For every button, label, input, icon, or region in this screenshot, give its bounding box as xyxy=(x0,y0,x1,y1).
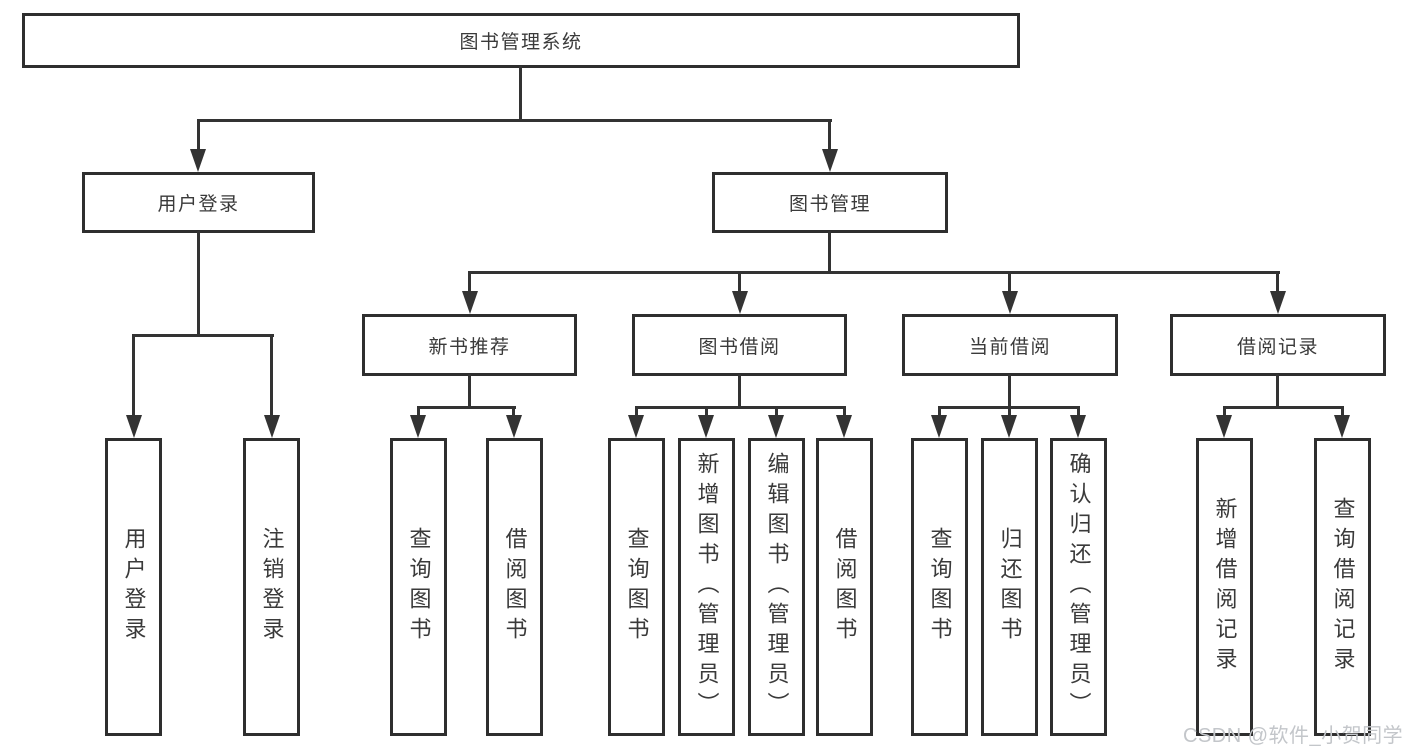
arrow-down-icon xyxy=(410,415,426,438)
connector-line xyxy=(828,231,831,274)
node-leaf-recommend-query-books: 查询图书 xyxy=(390,438,447,736)
connector-line xyxy=(1223,406,1226,418)
connector-line xyxy=(270,334,273,418)
connector-line xyxy=(197,119,832,122)
connector-line xyxy=(635,406,638,418)
connector-line xyxy=(197,231,200,337)
arrow-down-icon xyxy=(126,415,142,438)
connector-line xyxy=(1008,271,1011,294)
arrow-down-icon xyxy=(628,415,644,438)
connector-line xyxy=(468,271,471,294)
connector-line xyxy=(1341,406,1344,418)
node-leaf-borrow-add-books-admin: 新增图书（管理员） xyxy=(678,438,735,736)
node-borrow-records: 借阅记录 xyxy=(1170,314,1386,376)
arrow-down-icon xyxy=(732,291,748,314)
node-leaf-user-login: 用户登录 xyxy=(105,438,162,736)
connector-line xyxy=(1077,406,1080,418)
node-leaf-current-query-books: 查询图书 xyxy=(911,438,968,736)
connector-line xyxy=(775,406,778,418)
connector-line xyxy=(738,374,741,408)
arrow-down-icon xyxy=(1001,415,1017,438)
connector-line xyxy=(635,406,846,409)
node-new-book-recommend: 新书推荐 xyxy=(362,314,577,376)
connector-line xyxy=(519,66,522,122)
connector-line xyxy=(512,406,515,418)
connector-line xyxy=(468,374,471,408)
node-book-management: 图书管理 xyxy=(712,172,948,233)
arrow-down-icon xyxy=(1070,415,1086,438)
node-leaf-borrow-borrow-books: 借阅图书 xyxy=(816,438,873,736)
connector-line xyxy=(417,406,420,418)
arrow-down-icon xyxy=(698,415,714,438)
connector-line xyxy=(1223,406,1344,409)
node-current-borrow: 当前借阅 xyxy=(902,314,1118,376)
arrow-down-icon xyxy=(190,149,206,172)
node-book-borrow: 图书借阅 xyxy=(632,314,847,376)
arrow-down-icon xyxy=(1216,415,1232,438)
node-leaf-borrow-query-books: 查询图书 xyxy=(608,438,665,736)
connector-line xyxy=(468,271,1280,274)
connector-line xyxy=(705,406,708,418)
arrow-down-icon xyxy=(1270,291,1286,314)
connector-line xyxy=(1276,374,1279,408)
node-leaf-current-confirm-return-admin: 确认归还（管理员） xyxy=(1050,438,1107,736)
arrow-down-icon xyxy=(506,415,522,438)
node-user-login: 用户登录 xyxy=(82,172,315,233)
node-leaf-logout: 注销登录 xyxy=(243,438,300,736)
arrow-down-icon xyxy=(264,415,280,438)
arrow-down-icon xyxy=(836,415,852,438)
connector-line xyxy=(1008,406,1011,418)
arrow-down-icon xyxy=(822,149,838,172)
node-leaf-recommend-borrow-books: 借阅图书 xyxy=(486,438,543,736)
node-leaf-borrow-edit-books-admin: 编辑图书（管理员） xyxy=(748,438,805,736)
csdn-watermark: CSDN @软件_小贺同学 xyxy=(1183,725,1404,747)
arrow-down-icon xyxy=(768,415,784,438)
node-leaf-records-query: 查询借阅记录 xyxy=(1314,438,1371,736)
arrow-down-icon xyxy=(462,291,478,314)
arrow-down-icon xyxy=(931,415,947,438)
arrow-down-icon xyxy=(1334,415,1350,438)
connector-line xyxy=(132,334,135,418)
connector-line xyxy=(197,119,200,151)
connector-line xyxy=(132,334,274,337)
connector-line xyxy=(938,406,941,418)
connector-line xyxy=(1276,271,1279,294)
connector-line xyxy=(417,406,516,409)
node-system-root: 图书管理系统 xyxy=(22,13,1020,68)
node-leaf-records-add: 新增借阅记录 xyxy=(1196,438,1253,736)
connector-line xyxy=(843,406,846,418)
connector-line xyxy=(738,271,741,294)
arrow-down-icon xyxy=(1002,291,1018,314)
connector-line xyxy=(1008,374,1011,408)
node-leaf-current-return-books: 归还图书 xyxy=(981,438,1038,736)
connector-line xyxy=(828,119,831,151)
